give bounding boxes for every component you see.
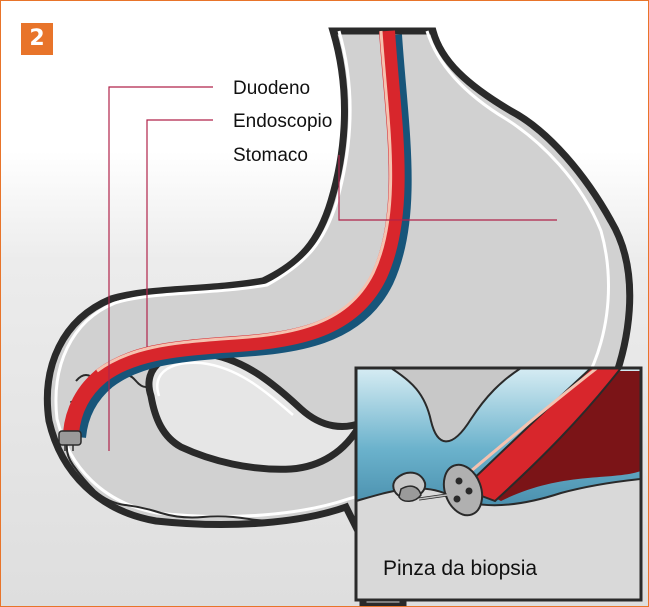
label-endoscopio: Endoscopio [233,111,332,132]
biopsy-inset: Pinza da biopsia [356,368,641,600]
label-stomaco: Stomaco [233,145,308,166]
label-pinza-da-biopsia: Pinza da biopsia [383,557,537,580]
label-duodeno: Duodeno [233,78,310,99]
